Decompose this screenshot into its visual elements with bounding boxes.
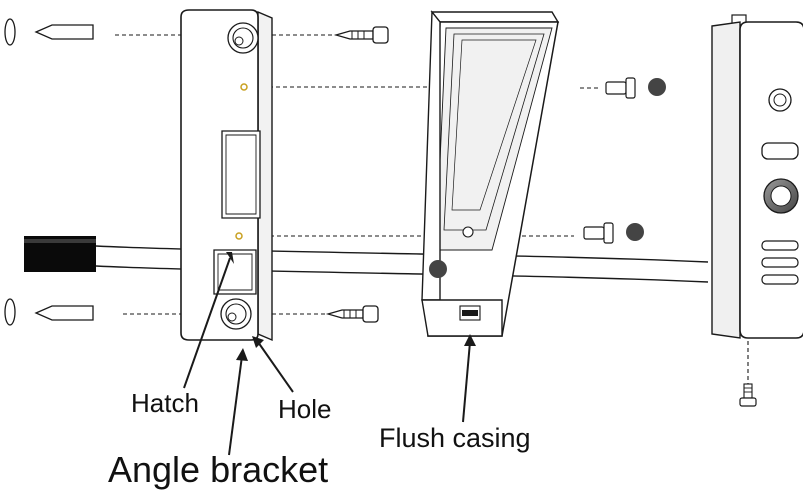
wall-anchor-top <box>4 18 94 46</box>
leader-arrows <box>183 252 476 456</box>
label-hole: Hole <box>278 394 332 424</box>
label-hatch: Hatch <box>131 388 199 418</box>
flush-casing <box>421 10 560 337</box>
screw-bottom-left <box>325 305 379 323</box>
wall-anchor-bottom <box>4 298 94 326</box>
hole-arrow <box>257 341 294 393</box>
flush-casing-arrow <box>462 341 471 423</box>
label-flush-casing: Flush casing <box>379 423 531 453</box>
label-angle-bracket: Angle bracket <box>108 449 329 490</box>
doorbell-panel <box>711 14 803 339</box>
screw-casing-middle <box>583 222 644 244</box>
angle-bracket-arrow <box>228 355 243 456</box>
screw-panel-bottom <box>739 383 757 407</box>
hatch-arrow <box>183 257 231 389</box>
screw-top-left <box>333 26 389 44</box>
screw-casing-top <box>605 77 666 99</box>
angle-bracket <box>180 9 273 342</box>
